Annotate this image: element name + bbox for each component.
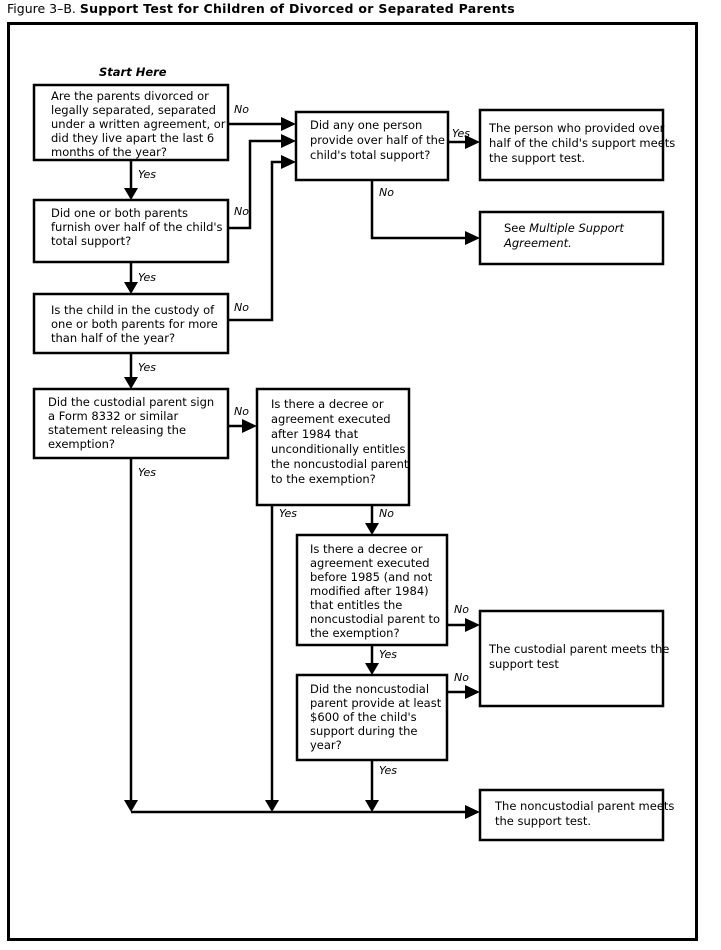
node-q7-text: Is there a decree or agreement executed … [310, 542, 444, 640]
figure-frame [7, 22, 698, 941]
label-q2-no: No [234, 205, 249, 218]
node-q4-box[interactable] [32, 387, 230, 460]
node-r4-text: The noncustodial parent meets the suppor… [494, 799, 678, 828]
node-r1-text: The person who provided over half of the… [488, 121, 679, 165]
node-q5-box[interactable] [294, 110, 450, 182]
node-q1-box[interactable] [32, 83, 230, 162]
node-q8-text: Did the noncustodial parent provide at l… [310, 682, 445, 752]
node-q6-text: Is there a decree or agreement executed … [271, 397, 412, 486]
label-q8-yes: Yes [379, 764, 397, 777]
node-q3-box[interactable] [32, 292, 230, 355]
arrowhead-q1-yes [124, 188, 138, 200]
node-q8-box[interactable] [295, 673, 449, 762]
node-q7-box[interactable] [295, 533, 449, 647]
node-r2[interactable]: See Multiple Support Agreement. [478, 210, 665, 266]
node-r1[interactable]: The person who provided over half of the… [478, 108, 679, 182]
edge-q3-no [228, 160, 281, 322]
node-r2-text: See Multiple Support Agreement. [503, 221, 628, 250]
arrowhead-q3-yes [124, 377, 138, 389]
node-q2-box[interactable] [32, 198, 230, 264]
connector-layer [124, 117, 480, 819]
node-r2-box[interactable] [478, 210, 665, 266]
label-q3-no: No [234, 301, 249, 314]
edge-q5-no [370, 180, 465, 240]
node-r3-text: The custodial parent meets the support t… [488, 642, 673, 671]
arrowhead-q5-no [465, 231, 480, 245]
node-q8[interactable]: Did the noncustodial parent provide at l… [295, 673, 449, 762]
label-q1-no: No [234, 103, 249, 116]
arrowhead-q1-no [281, 117, 296, 131]
node-r4-box[interactable] [478, 788, 665, 842]
arrowhead-q2-no [281, 134, 296, 148]
label-q7-yes: Yes [379, 648, 397, 661]
label-q4-yes: Yes [138, 466, 156, 479]
node-q2-text: Did one or both parents furnish over hal… [51, 206, 226, 248]
arrowhead-q6-yes [265, 800, 279, 812]
label-q3-yes: Yes [138, 361, 156, 374]
label-q6-no: No [379, 507, 394, 520]
node-q2[interactable]: Did one or both parents furnish over hal… [32, 198, 230, 264]
start-here-label: Start Here [99, 65, 167, 79]
arrowhead-q3-no [281, 155, 296, 169]
node-q7[interactable]: Is there a decree or agreement executed … [295, 533, 449, 647]
label-q7-no: No [454, 603, 469, 616]
node-r3-box[interactable] [478, 609, 665, 708]
node-q4-text: Did the custodial parent sign a Form 833… [48, 395, 218, 451]
node-q6[interactable]: Is there a decree or agreement executed … [255, 387, 412, 507]
figure-title-text: Support Test for Children of Divorced or… [79, 1, 515, 16]
arrowhead-q8-no [465, 685, 480, 699]
arrowhead-q4-yes [124, 800, 138, 812]
node-q3-text: Is the child in the custody of one or bo… [51, 303, 222, 345]
edge-q2-no [228, 139, 281, 230]
label-q5-yes: Yes [452, 127, 470, 140]
arrowhead-q2-yes [124, 282, 138, 294]
arrowhead-q6-no [365, 523, 379, 535]
label-q2-yes: Yes [138, 271, 156, 284]
arrowhead-q5-yes [465, 135, 480, 149]
label-q1-yes: Yes [138, 168, 156, 181]
label-q5-no: No [379, 186, 394, 199]
node-r4[interactable]: The noncustodial parent meets the suppor… [478, 788, 678, 842]
node-q3[interactable]: Is the child in the custody of one or bo… [32, 292, 230, 355]
arrowhead-bottom-bus [465, 805, 480, 819]
node-q5[interactable]: Did any one person provide over half of … [294, 110, 450, 182]
node-r1-box[interactable] [478, 108, 665, 182]
arrowhead-q7-yes [365, 663, 379, 675]
label-q4-no: No [234, 405, 249, 418]
label-q8-no: No [454, 671, 469, 684]
arrowhead-q7-no [465, 618, 480, 632]
node-q1-text: Are the parents divorced or legally sepa… [51, 89, 229, 159]
figure-title: Figure 3–B. Support Test for Children of… [7, 0, 707, 20]
node-q1[interactable]: Are the parents divorced or legally sepa… [32, 83, 230, 162]
node-q6-box[interactable] [255, 387, 411, 507]
node-r3[interactable]: The custodial parent meets the support t… [478, 609, 673, 708]
arrowhead-q8-yes [365, 800, 379, 812]
label-q6-yes: Yes [279, 507, 297, 520]
node-q4[interactable]: Did the custodial parent sign a Form 833… [32, 387, 230, 460]
figure-number: Figure 3–B. [7, 1, 76, 16]
arrowhead-q4-no [242, 419, 257, 433]
node-q5-text: Did any one person provide over half of … [310, 118, 449, 162]
